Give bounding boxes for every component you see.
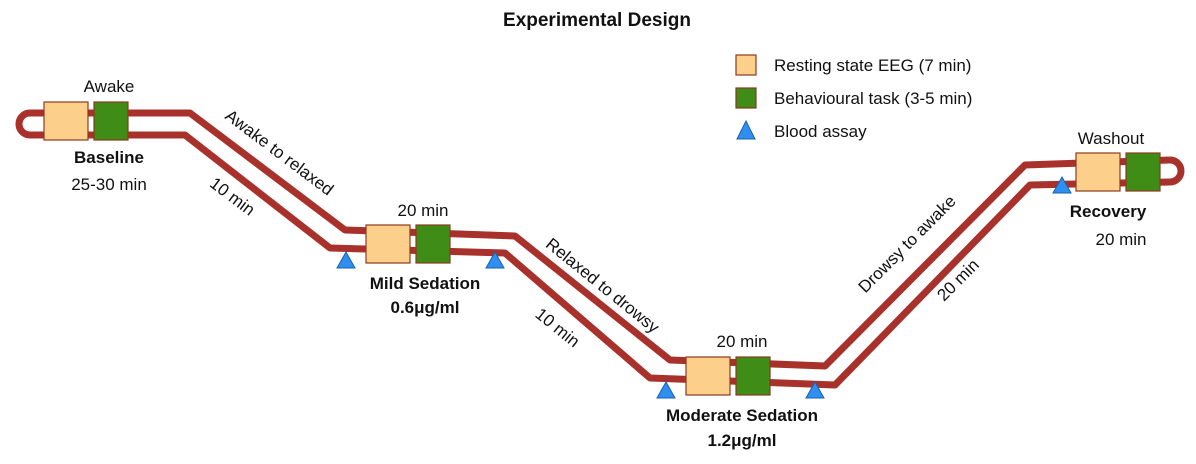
stage-top-label: Awake bbox=[84, 77, 135, 96]
blood-assay-triangle-icon bbox=[656, 380, 676, 399]
stage-top-label: 20 min bbox=[397, 201, 448, 220]
legend-label-task: Behavioural task (3-5 min) bbox=[774, 89, 972, 108]
track-end-loop bbox=[1169, 156, 1185, 186]
blood-assay-triangle-icon bbox=[1052, 175, 1072, 194]
diagram-title: Experimental Design bbox=[503, 10, 691, 31]
stage-recovery: Washout Recovery 20 min bbox=[1052, 129, 1161, 249]
stage-name: Baseline bbox=[74, 148, 144, 167]
stage-name: Mild Sedation bbox=[370, 274, 481, 293]
stage-detail: 25-30 min bbox=[71, 175, 147, 194]
stage-top-label: 20 min bbox=[716, 332, 767, 351]
transition-1-duration: 10 min bbox=[206, 174, 258, 220]
stage-name: Moderate Sedation bbox=[666, 406, 818, 425]
legend-label-resting: Resting state EEG (7 min) bbox=[774, 56, 971, 75]
track-upper-line bbox=[30, 109, 1171, 370]
blood-assay-triangle-icon bbox=[805, 380, 825, 399]
blood-assay-triangle-icon bbox=[336, 250, 356, 269]
blood-assay-triangle-icon bbox=[736, 119, 756, 140]
behavioural-task-box bbox=[735, 356, 771, 396]
resting-state-box bbox=[365, 224, 411, 264]
stage-mild-sedation: 20 min Mild Sedation 0.6μg/ml bbox=[336, 201, 505, 317]
resting-state-box bbox=[1075, 152, 1121, 192]
behavioural-task-box bbox=[1125, 152, 1161, 192]
resting-state-box-icon bbox=[735, 54, 757, 76]
blood-assay-triangle-icon bbox=[485, 250, 505, 269]
track-lower-line bbox=[30, 131, 1171, 389]
stage-baseline: Awake Baseline 25-30 min bbox=[43, 77, 147, 194]
timeline-track bbox=[15, 109, 1185, 389]
stage-top-label: Washout bbox=[1078, 129, 1145, 148]
behavioural-task-box bbox=[415, 224, 451, 264]
stage-detail: 1.2μg/ml bbox=[708, 431, 777, 450]
stage-detail: 0.6μg/ml bbox=[391, 298, 460, 317]
resting-state-box bbox=[685, 356, 731, 396]
legend-label-assay: Blood assay bbox=[774, 122, 867, 141]
track-start-loop bbox=[15, 109, 31, 139]
behavioural-task-box-icon bbox=[735, 87, 757, 109]
resting-state-box bbox=[43, 101, 89, 141]
legend: Resting state EEG (7 min) Behavioural ta… bbox=[735, 54, 972, 141]
stage-detail: 20 min bbox=[1095, 230, 1146, 249]
stage-moderate-sedation: 20 min Moderate Sedation 1.2μg/ml bbox=[656, 332, 825, 450]
behavioural-task-box bbox=[93, 101, 129, 141]
stage-name: Recovery bbox=[1070, 202, 1147, 221]
